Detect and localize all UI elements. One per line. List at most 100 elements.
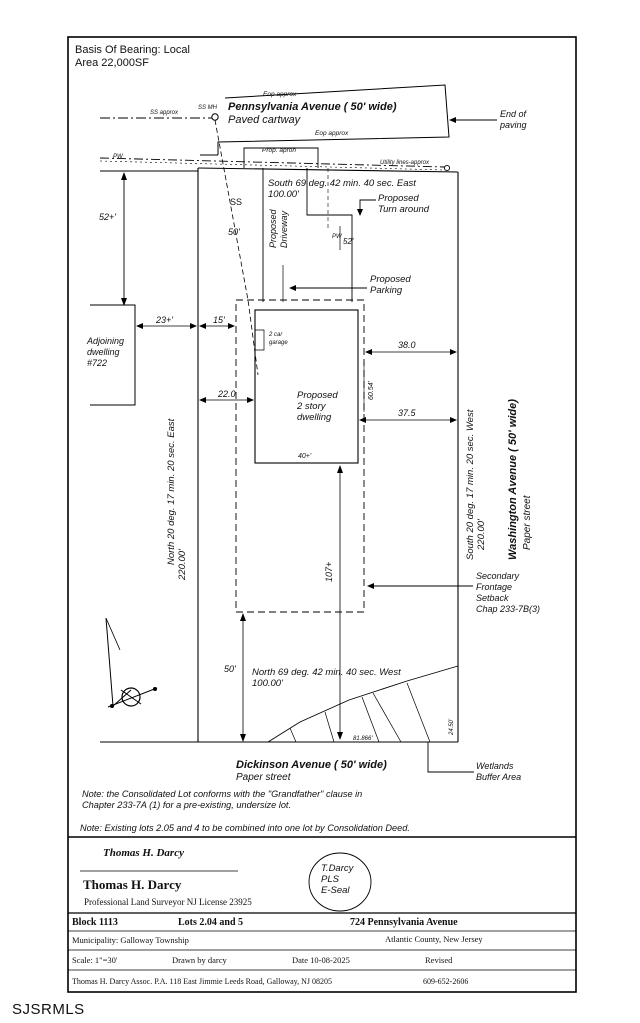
proposed-dwelling-outline (254, 309, 359, 464)
utility-lines-label: Utility lines-approx (380, 160, 430, 166)
paved-cartway-label: Paved cartway (228, 114, 302, 126)
wetlands-hatch-4 (372, 692, 402, 743)
dim-52plus-arrow-top (121, 172, 127, 180)
scale: Scale: 1"=30' (72, 955, 118, 965)
dim-15-label: 15' (213, 315, 225, 325)
bearing-south-distance: 100.00' (252, 678, 284, 689)
pennsylvania-avenue-label: Pennsylvania Avenue ( 50' wide) (228, 101, 397, 113)
wetlands-label-1: Wetlands (476, 761, 514, 771)
parking-label-2: Parking (370, 285, 403, 296)
dim-38-arrow-right (450, 349, 457, 355)
wetlands-buffer-line (267, 665, 459, 743)
surveyor-signature: Thomas H. Darcy (103, 847, 184, 859)
turnaround-label-2: Turn around (378, 204, 430, 215)
wetlands-label-2: Buffer Area (476, 772, 521, 782)
proposed-driveway-label-1: Proposed (268, 208, 278, 248)
turnaround-leader (359, 199, 376, 213)
dim-52-driveway: 52' (343, 237, 354, 246)
adjoining-label-1: Adjoining (86, 336, 124, 346)
north-arrow-needle (105, 617, 132, 708)
dim-23-arrow-left (136, 323, 143, 329)
north-arrow-dot-left (110, 704, 114, 708)
wetlands-hatch-3 (361, 696, 380, 743)
note-grandfather-line-2: Chapter 233-7A (1) for a pre-existing, u… (82, 800, 291, 810)
north-arrow-icon (121, 687, 141, 707)
dim-22-label: 22.0 (217, 389, 236, 399)
secondary-frontage-label-3: Setback (476, 593, 509, 603)
sewer-manhole-icon (211, 113, 219, 121)
dim-2450-label: 24.50' (449, 718, 455, 736)
ss-approx-label: SS approx (150, 110, 179, 116)
dim-38-label: 38.0 (398, 340, 416, 350)
dickinson-paper-street: Paper street (236, 772, 292, 783)
bearing-east-label: South 20 deg. 17 min. 20 sec. West (465, 409, 476, 560)
eop-label-bottom: Eop approx (315, 130, 349, 137)
dim-6054-label: 60.54' (368, 380, 375, 400)
proposed-driveway-label-2: Driveway (279, 210, 289, 248)
firm-phone: 609-652-2606 (423, 977, 468, 986)
bearing-west-label: North 20 deg. 17 min. 20 sec. East (166, 418, 177, 565)
mls-watermark: SJSRMLS (12, 1001, 85, 1018)
dim-52plus-label: 52+' (99, 212, 116, 222)
turnaround-arrow (357, 209, 363, 216)
dim-52plus-arrow-bottom (121, 298, 127, 306)
drawing-date: Date 10-08-2025 (292, 955, 350, 965)
dim-15-arrow-right (228, 323, 235, 329)
wetlands-hatch-1 (289, 727, 297, 743)
dickinson-avenue-label: Dickinson Avenue ( 50' wide) (236, 759, 387, 771)
secondary-frontage-label-2: Frontage (476, 582, 512, 592)
prop-apron-label: Prop. apron (262, 147, 296, 154)
dim-81-label: 81.866' (353, 736, 373, 742)
end-of-paving-label-2: paving (499, 120, 527, 130)
adjoining-dwelling-outline (90, 304, 136, 406)
dim-375-arrow-right (450, 417, 457, 423)
basis-of-bearing: Basis Of Bearing: Local (75, 44, 190, 56)
seal-line-2: PLS (321, 874, 340, 885)
pw-label: PW (113, 154, 124, 160)
end-of-paving-arrow (449, 117, 456, 123)
revised: Revised (425, 955, 453, 965)
dim-23-label: 23+' (155, 315, 173, 325)
drawing-border (67, 36, 577, 993)
property-address: 724 Pennsylvania Avenue (350, 917, 458, 928)
secondary-frontage-label-4: Chap 233-7B(3) (476, 604, 540, 614)
note-grandfather-line-1: Note: the Consolidated Lot conforms with… (82, 789, 362, 799)
dim-107-label: 107+ (324, 562, 334, 582)
block-number: Block 1113 (72, 917, 118, 928)
garage-label-1: 2 car (268, 332, 283, 338)
firm-address: Thomas H. Darcy Assoc. P.A. 118 East Jim… (72, 977, 332, 986)
washington-paper-street: Paper street (522, 494, 533, 550)
parking-label-1: Proposed (370, 274, 411, 285)
secondary-frontage-label-1: Secondary (476, 571, 520, 581)
dim-375-arrow-left (359, 417, 366, 423)
washington-avenue-label: Washington Avenue ( 50' wide) (507, 399, 519, 560)
dim-107-arrow-bottom (337, 732, 343, 740)
sewer-lateral-line (214, 119, 259, 376)
lot-area: Area 22,000SF (75, 57, 149, 69)
parking-arrow (289, 285, 296, 291)
dim-50-rear-arrow-bottom (240, 734, 246, 742)
end-of-paving-label-1: End of (500, 109, 528, 119)
dwelling-label-1: Proposed (297, 390, 338, 401)
wetlands-leader (427, 742, 474, 773)
bearing-north-label: South 69 deg. 42 min. 40 sec. East (268, 178, 416, 189)
dim-38-arrow-left (365, 349, 372, 355)
dwelling-label-3: dwelling (297, 412, 332, 423)
dim-50-rear-arrow-top (240, 613, 246, 621)
drawn-by: Drawn by darcy (172, 955, 228, 965)
dim-40-label: 40+' (298, 453, 312, 460)
note-consolidation: Note: Existing lots 2.05 and 4 to be com… (80, 823, 410, 833)
north-arrow-slash (120, 689, 142, 705)
dwelling-label-2: 2 story (296, 401, 327, 412)
bearing-west-distance: 220.00' (177, 548, 188, 581)
proposed-apron (243, 147, 319, 168)
seal-line-1: T.Darcy (321, 863, 355, 874)
bearing-south-label: North 69 deg. 42 min. 40 sec. West (252, 667, 401, 678)
garage-marker (255, 329, 265, 351)
eop-label-top: Eop approx (263, 91, 297, 98)
dim-22-arrow-left (199, 397, 206, 403)
wetlands-hatch-2 (324, 711, 335, 743)
municipality: Municipality: Galloway Township (72, 935, 189, 945)
turnaround-label-1: Proposed (378, 193, 419, 204)
